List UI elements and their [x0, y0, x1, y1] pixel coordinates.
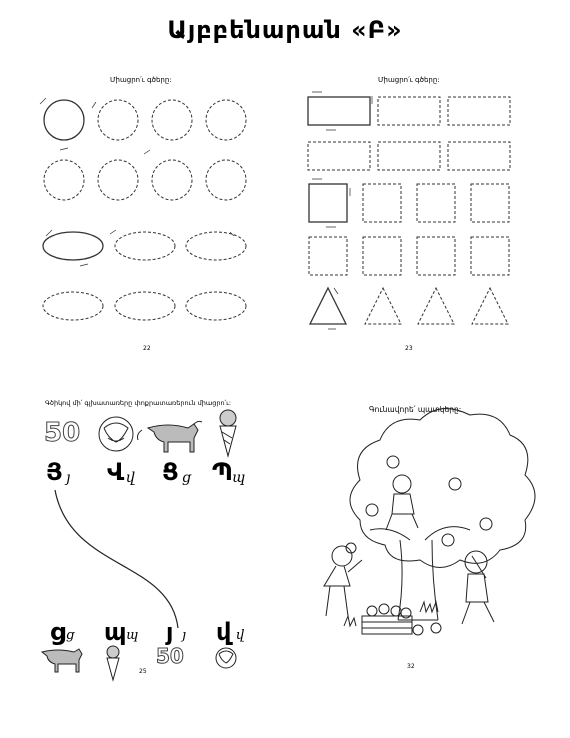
apple-icon [345, 542, 357, 554]
triangle-dashed [471, 286, 509, 325]
letter-small-pe: պ [104, 618, 127, 646]
letter-capital-vev: Վ [107, 458, 125, 486]
page-22-number: 22 [143, 345, 151, 352]
page-22-instruction: Միացրո՛ւ գծերը: [110, 76, 172, 84]
circle-solid [43, 99, 85, 141]
square-dashed [416, 236, 456, 276]
apple-icon [441, 533, 455, 547]
apple-crate [361, 603, 413, 635]
oval-dashed [185, 231, 247, 261]
boy-right [461, 550, 495, 625]
circle-dashed [151, 159, 193, 201]
square-dashed [470, 236, 510, 276]
letter-capital-pe: Պ [212, 458, 233, 486]
letter-script-small-vev: վ [236, 628, 245, 643]
oval-dashed [114, 231, 176, 261]
apple-icon [365, 503, 379, 517]
circle-dashed [205, 99, 247, 141]
letter-small-vev: վ [216, 618, 232, 646]
letter-script-pe: պ [232, 470, 246, 486]
circle-dashed [97, 99, 139, 141]
ice-cream-icon [106, 645, 120, 682]
page-25-number: 25 [139, 668, 147, 675]
apple-icon [412, 624, 424, 636]
page-23-number: 23 [405, 345, 413, 352]
apple-icon [448, 477, 462, 491]
square-solid [308, 183, 348, 223]
oval-solid [42, 231, 104, 261]
letter-script-yi: յ [66, 470, 71, 486]
tree-trunk [369, 526, 471, 621]
oval-dashed [42, 291, 104, 321]
ice-cream-icon [219, 409, 237, 458]
oval-dashed [114, 291, 176, 321]
square-dashed [362, 236, 402, 276]
letter-capital-tso: Ց [162, 458, 179, 486]
boy-in-tree [385, 474, 419, 531]
rectangle-dashed [447, 141, 511, 171]
number-50-outline-small: 50 [156, 644, 185, 669]
rectangle-solid [307, 96, 371, 126]
workbook-title: Այբբենարան «Բ» [167, 16, 403, 44]
circle-dashed [97, 159, 139, 201]
apple-icon [430, 622, 442, 634]
bull-icon [40, 648, 83, 673]
cabbage-icon [215, 647, 237, 669]
page-32-instruction: Գունավորե՛ պատկերը: [369, 405, 462, 414]
letter-script-tso: ց [182, 470, 191, 486]
girl-left [323, 545, 363, 617]
tree-canopy [349, 408, 536, 568]
square-dashed [308, 236, 348, 276]
connecting-line [54, 489, 179, 629]
bull-icon [137, 420, 203, 453]
square-dashed [416, 183, 456, 223]
letter-capital-yi: Յ [46, 458, 63, 486]
letter-script-small-tso: ց [66, 628, 75, 643]
square-dashed [362, 183, 402, 223]
rectangle-dashed [447, 96, 511, 126]
rectangle-dashed [307, 141, 371, 171]
circle-dashed [43, 159, 85, 201]
apple-icon [386, 455, 400, 469]
letter-script-vev: վ [126, 470, 135, 486]
grass [343, 600, 439, 628]
rectangle-dashed [377, 96, 441, 126]
page-25-instruction: Գծիկով մի՛ գլխատառերը փոքրատառերուն միաց… [45, 399, 232, 407]
letter-script-small-pe: պ [126, 628, 139, 643]
oval-dashed [185, 291, 247, 321]
letter-small-yi: յ [166, 618, 174, 646]
number-50-outline: 50 [43, 418, 81, 449]
triangle-dashed [417, 286, 455, 325]
apple-icon [479, 517, 493, 531]
letter-small-tso: ց [50, 618, 66, 646]
rectangle-dashed [377, 141, 441, 171]
triangle-solid [308, 286, 348, 325]
page-23-instruction: Միացրո՛ւ գծերը: [378, 76, 440, 84]
letter-script-small-yi: յ [182, 628, 187, 643]
page-32-number: 32 [407, 663, 415, 670]
square-dashed [470, 183, 510, 223]
circle-dashed [205, 159, 247, 201]
cabbage-icon [98, 416, 134, 452]
circle-dashed [151, 99, 193, 141]
triangle-dashed [364, 286, 402, 325]
